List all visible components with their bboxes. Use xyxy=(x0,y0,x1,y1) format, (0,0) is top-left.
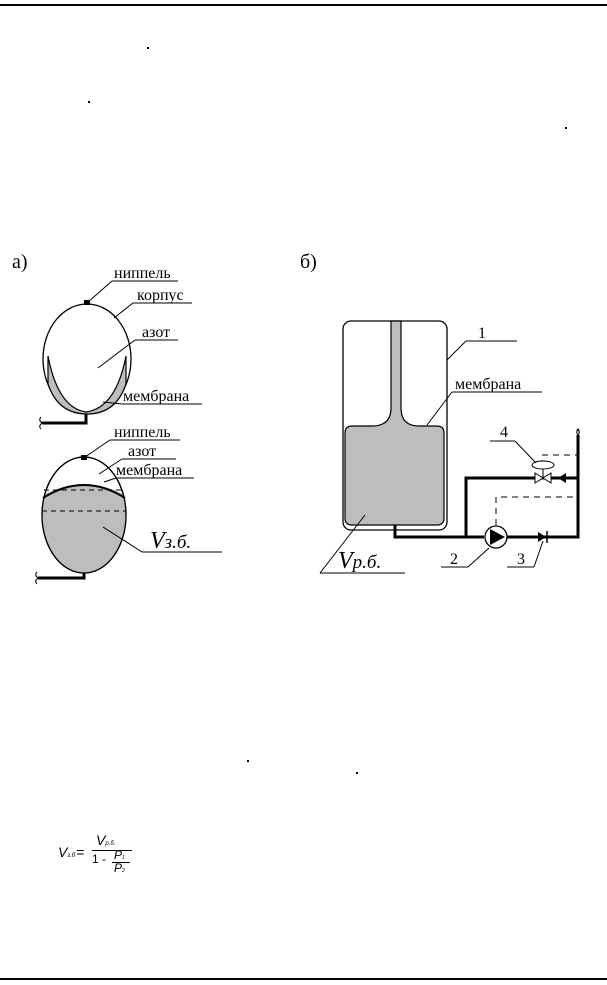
scan-speck xyxy=(565,127,567,129)
leader-valve3 xyxy=(533,540,544,568)
label-gas-a: азот xyxy=(142,324,170,341)
label-volume-b: Vр.б. xyxy=(338,548,381,574)
formula-den-one: 1 - xyxy=(92,852,107,866)
volume-b-subscript: р.б. xyxy=(351,552,382,573)
leader-body xyxy=(113,302,134,319)
scan-speck xyxy=(356,772,358,774)
leader-nipple-a xyxy=(87,280,113,303)
scan-speck xyxy=(247,760,249,762)
control-valve-icon xyxy=(531,460,555,484)
formula-frac-den-subscript: 2 xyxy=(122,868,125,874)
leader-membrane-a xyxy=(102,401,123,405)
leader-membrane-b xyxy=(103,477,117,483)
label-membrane-a: мембрана xyxy=(123,388,189,405)
formula-frac-num-symbol: P xyxy=(114,848,123,862)
top-vessel-pipe xyxy=(42,414,88,425)
formula-frac-den: P2 xyxy=(114,861,125,875)
label-nipple-a: ниппель xyxy=(114,265,171,282)
bottom-vessel: ниппель азот мембрана Vз.б. xyxy=(35,424,222,585)
pipe-tank-to-pump xyxy=(393,525,484,539)
formula-num-symbol: V xyxy=(96,832,106,848)
bypass-check-icon xyxy=(558,473,566,483)
bottom-rule xyxy=(0,978,607,980)
formula-num-subscript: р.б. xyxy=(105,841,116,847)
pipe-pump-to-return xyxy=(507,435,580,539)
top-pipe-break xyxy=(39,416,43,430)
volume-b-symbol: V xyxy=(338,548,355,574)
panel-a-letter: а) xyxy=(12,251,28,273)
panel-b-letter: б) xyxy=(300,251,317,273)
control-line-pump xyxy=(495,496,578,525)
top-vessel: ниппель корпус азот мембрана xyxy=(39,265,202,430)
pipe-bypass xyxy=(464,476,578,537)
scan-speck xyxy=(88,101,90,103)
leader-nipple-b xyxy=(84,439,111,458)
formula-numerator: Vр.б. xyxy=(96,832,115,848)
formula-frac-den-symbol: P xyxy=(114,861,123,875)
top-vessel-membrane xyxy=(47,355,127,415)
top-vessel-nipple xyxy=(84,300,90,305)
bottom-pipe-break xyxy=(35,571,39,585)
label-pump-number: 2 xyxy=(450,551,458,568)
label-volume-a: Vз.б. xyxy=(150,528,191,554)
leader-gas-b xyxy=(98,458,123,475)
tank-membrane-water xyxy=(344,320,445,526)
formula-lhs-symbol: V xyxy=(58,844,68,860)
formula-frac-num-subscript: 1 xyxy=(122,855,125,861)
label-membrane-b: мембрана xyxy=(116,462,182,479)
formula-inner-bar xyxy=(112,862,130,863)
pipe-break-top xyxy=(576,428,580,436)
label-tank-number: 1 xyxy=(478,325,486,342)
formula-lhs: Vз.б= xyxy=(58,844,84,860)
label-valve3-number: 3 xyxy=(517,551,525,568)
bottom-vessel-pipe xyxy=(38,573,86,580)
label-membrane-tank: мембрана xyxy=(455,376,521,393)
label-nipple-b: ниппель xyxy=(114,424,171,441)
scan-speck xyxy=(147,47,149,49)
label-body: корпус xyxy=(137,287,184,304)
leader-valve4 xyxy=(514,440,537,464)
formula-equals: = xyxy=(76,844,85,860)
tank-system: 1 мембрана Vр.б. xyxy=(319,320,542,574)
bottom-vessel-nipple xyxy=(81,455,87,460)
bottom-vessel-membrane xyxy=(42,484,126,499)
pump-icon xyxy=(484,525,508,549)
leader-volume-a xyxy=(102,526,143,553)
formula-frac-num: P1 xyxy=(114,848,125,862)
label-gas-b: азот xyxy=(128,443,156,460)
formula-main-bar xyxy=(92,850,132,851)
bottom-vessel-water xyxy=(42,484,126,573)
top-rule xyxy=(0,4,607,6)
leader-pump xyxy=(467,547,490,568)
volume-a-symbol: V xyxy=(150,528,167,554)
label-valve4-number: 4 xyxy=(500,424,508,441)
leader-tank xyxy=(446,340,467,361)
check-valve-icon xyxy=(538,531,548,543)
volume-a-subscript: з.б. xyxy=(164,532,191,553)
leader-gas-a xyxy=(97,339,136,369)
formula-lhs-subscript: з.б xyxy=(67,853,76,859)
leader-membrane-tank xyxy=(426,391,453,426)
leader-volume-b xyxy=(319,514,366,574)
